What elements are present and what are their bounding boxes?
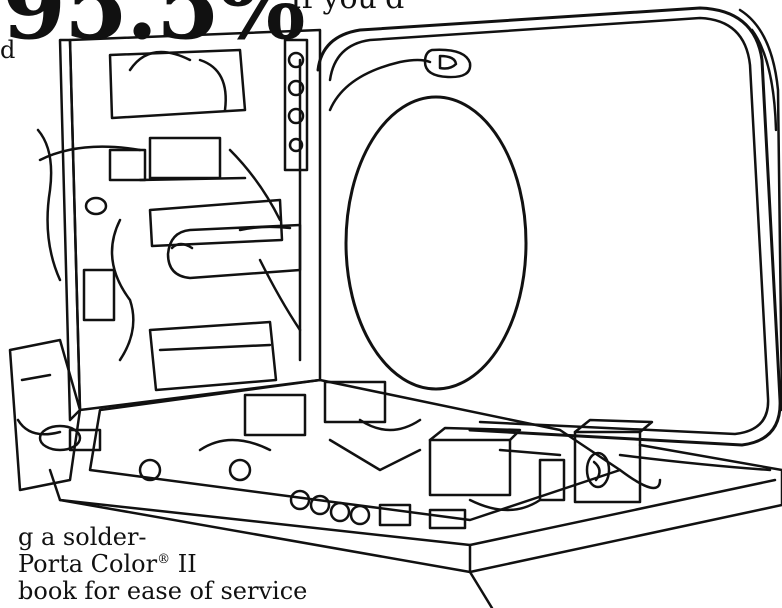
crt-screen-housing xyxy=(298,6,782,447)
caption-line-1: g a solder- xyxy=(18,523,147,551)
headline-fragment: If you'd xyxy=(290,0,404,14)
headline-percentage: 95.5% xyxy=(2,0,305,60)
caption-line-2-text: Porta Color xyxy=(18,550,158,578)
caption-line-2-suffix: II xyxy=(170,550,197,578)
base-tray xyxy=(48,443,782,608)
vertical-chassis xyxy=(36,28,322,422)
registered-mark: ® xyxy=(157,552,171,567)
horizontal-circuit-board xyxy=(88,378,662,530)
caption-line-2: Porta Color® II xyxy=(18,551,307,578)
caption-line-3: book for ease of service xyxy=(18,577,308,605)
body-text-fragment: d xyxy=(0,36,16,64)
left-side-bracket xyxy=(8,338,102,492)
caption-text: g a solder- Porta Color® II book for eas… xyxy=(18,524,307,605)
